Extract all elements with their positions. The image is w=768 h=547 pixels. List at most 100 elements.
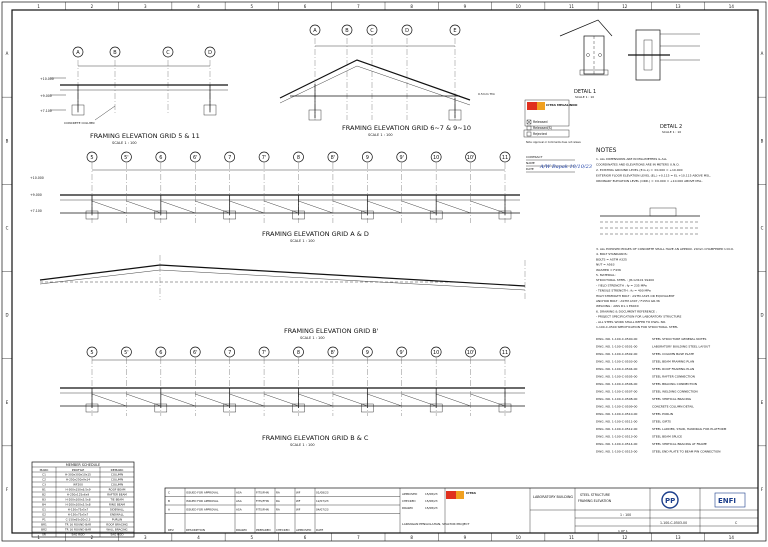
detail-2-drawing bbox=[628, 29, 700, 81]
revision-cell: FITS/FHN bbox=[256, 508, 269, 512]
scale-detail-1: SCALE 1 : 10 bbox=[575, 95, 594, 99]
grid-bubble-label: 8 bbox=[297, 350, 300, 356]
stamp-option-rejected: Rejected bbox=[533, 132, 547, 136]
member-schedule-cell: COLUMN bbox=[111, 478, 123, 482]
revision-cell: 12/07/23 bbox=[316, 499, 329, 503]
member-schedule-cell: PURLIN bbox=[112, 518, 122, 522]
approval-label: APPROVED bbox=[402, 492, 417, 496]
approval-stamp bbox=[523, 99, 575, 173]
revision-cell: ASA bbox=[236, 508, 242, 512]
member-schedule-cell: TR 16 ROUND BAR bbox=[64, 523, 91, 527]
border-col-label: 13 bbox=[676, 4, 682, 9]
scale-grid-b-c: SCALE 1 : 100 bbox=[290, 443, 315, 447]
level-label: +10.000 bbox=[40, 77, 54, 81]
revision-cell: 01/08/23 bbox=[316, 491, 329, 495]
stamp-company: CITRA MEGALINDO bbox=[546, 103, 578, 107]
note-roof-sheet: 0.5mm Thk bbox=[478, 92, 495, 96]
grid-bubble-label: 6 bbox=[159, 155, 162, 161]
grid-bubble-label: 8' bbox=[331, 350, 336, 356]
grid-bubble bbox=[258, 151, 270, 163]
member-schedule-cell: G1 bbox=[42, 508, 46, 512]
stamp-field-contract: CONTRACT bbox=[526, 155, 543, 159]
member-schedule-cell: H-200x100x5.5x8 bbox=[66, 498, 91, 502]
approval-date: 15/08/23 bbox=[425, 506, 438, 510]
grid-bubble bbox=[258, 346, 270, 358]
revision-header: DRAWN bbox=[236, 528, 247, 532]
border-col-label: 2 bbox=[91, 4, 94, 9]
member-schedule-cell: C1 bbox=[42, 473, 46, 477]
member-schedule-cell: B4 bbox=[42, 503, 46, 507]
stamp-note: Note: Approval or Comments does not reli… bbox=[526, 141, 581, 144]
member-schedule-cell: ROOF BRACING bbox=[106, 523, 128, 527]
grid-bubble bbox=[293, 346, 304, 358]
note-line: ANCHOR BOLT : ASTM A307 / F1554 GR.36 bbox=[596, 299, 660, 303]
ref-dwg-no: DWG. NO. 1-100-C-0501-00 bbox=[596, 345, 638, 349]
ref-dwg-title: STEEL LADDER, STAIR, HANDRAIL FOR PLATFO… bbox=[652, 427, 727, 431]
stamp-signature: A/W Bapak 10/10/23 bbox=[539, 164, 592, 170]
scale-grid-a-d: SCALE 1 : 100 bbox=[290, 239, 315, 243]
grid-bubble bbox=[204, 46, 216, 58]
stamp-option-released-s: Released(S) bbox=[533, 126, 552, 130]
member-schedule-cell: C-150x65x20x2.3 bbox=[66, 518, 91, 522]
revision-cell: RA bbox=[276, 499, 280, 503]
note-line: STRUCTURAL STEEL : JIS G3101 SS400 bbox=[596, 278, 654, 282]
member-schedule-header: PROFILE bbox=[72, 468, 85, 472]
ref-dwg-title: STEEL WELDING CONNECTION bbox=[652, 390, 698, 394]
ref-dwg-title: STEEL COLUMN BASE PLATE bbox=[652, 352, 694, 356]
member-schedule-cell: RAFTER BEAM bbox=[107, 493, 127, 497]
border-col-label: 7 bbox=[357, 4, 360, 9]
note-line: 1-100-C-0500 SPECIFICATION FOR STRUCTURA… bbox=[596, 325, 678, 329]
border-col-label: 14 bbox=[729, 4, 735, 9]
grid-bubble-label: 9' bbox=[399, 155, 404, 161]
note-line: WASHER = F436 bbox=[596, 268, 621, 272]
border-col-label: 12 bbox=[622, 4, 628, 9]
grid-bubble bbox=[121, 346, 132, 358]
title-grid-5-11: FRAMING ELEVATION GRID 5 & 11 bbox=[90, 132, 200, 140]
member-schedule-cell: WALL BRACING bbox=[106, 528, 127, 532]
elevation-grid-6-7-9-10 bbox=[279, 38, 471, 121]
ref-dwg-no: DWG. NO. 1-100-C-0509-00 bbox=[596, 405, 638, 409]
grid-bubble bbox=[327, 346, 339, 358]
tb-building: LABORATORY BUILDING bbox=[533, 495, 573, 499]
ref-dwg-no: DWG. NO. 1-100-C-0506-00 bbox=[596, 382, 638, 386]
revision-cell: RA bbox=[276, 508, 280, 512]
member-schedule-cell: C2 bbox=[42, 478, 46, 482]
revision-header: APPROVED bbox=[296, 528, 311, 532]
member-schedule-cell: C3 bbox=[42, 483, 46, 487]
ref-dwg-title: STEEL BEAM SPLICE bbox=[652, 435, 682, 439]
member-schedule-cell: SAG ROD bbox=[71, 533, 84, 537]
grid-bubble-label: 9 bbox=[366, 155, 369, 161]
revision-cell: A bbox=[168, 508, 170, 512]
border-row-label: D bbox=[760, 313, 763, 318]
elevation-grid-b-prime bbox=[39, 255, 526, 300]
member-schedule-cell: H-150x75x5x7 bbox=[68, 508, 89, 512]
member-schedule-cell: ROOF BEAM bbox=[109, 488, 126, 492]
border-row-label: F bbox=[761, 487, 764, 492]
grid-bubble-label: D bbox=[405, 28, 409, 34]
grid-bubble bbox=[430, 346, 442, 358]
border-row-label: E bbox=[6, 400, 9, 405]
revision-cell: FITS/FHN bbox=[256, 499, 269, 503]
note-line: NUT = A563 bbox=[596, 263, 615, 267]
member-schedule-cell: TIE BEAM bbox=[109, 498, 124, 502]
grid-bubble-label: B bbox=[113, 50, 117, 56]
scale-grid-6-7: SCALE 1 : 100 bbox=[368, 133, 393, 137]
revision-cell: 04/07/23 bbox=[316, 508, 329, 512]
grid-bubble-label: 10 bbox=[433, 155, 439, 161]
ref-dwg-title: LABORATORY BUILDING STEEL LAYOUT bbox=[652, 345, 710, 349]
grid-bubble-label: 8 bbox=[297, 155, 300, 161]
elevation-grid-a-d bbox=[60, 163, 520, 223]
revision-cell: C bbox=[168, 491, 170, 495]
border-col-label: 3 bbox=[144, 4, 147, 9]
grid-bubble-label: B bbox=[345, 28, 349, 34]
revision-cell: B bbox=[168, 499, 170, 503]
border-col-label: 1 bbox=[37, 535, 40, 540]
ref-dwg-no: DWG. NO. 1-100-C-0505-00 bbox=[596, 375, 638, 379]
ref-dwg-no: DWG. NO. 1-100-C-0513-00 bbox=[596, 435, 638, 439]
border-col-label: 6 bbox=[304, 4, 307, 9]
level-label: +7.100 bbox=[30, 209, 42, 213]
border-col-label: 9 bbox=[464, 535, 467, 540]
